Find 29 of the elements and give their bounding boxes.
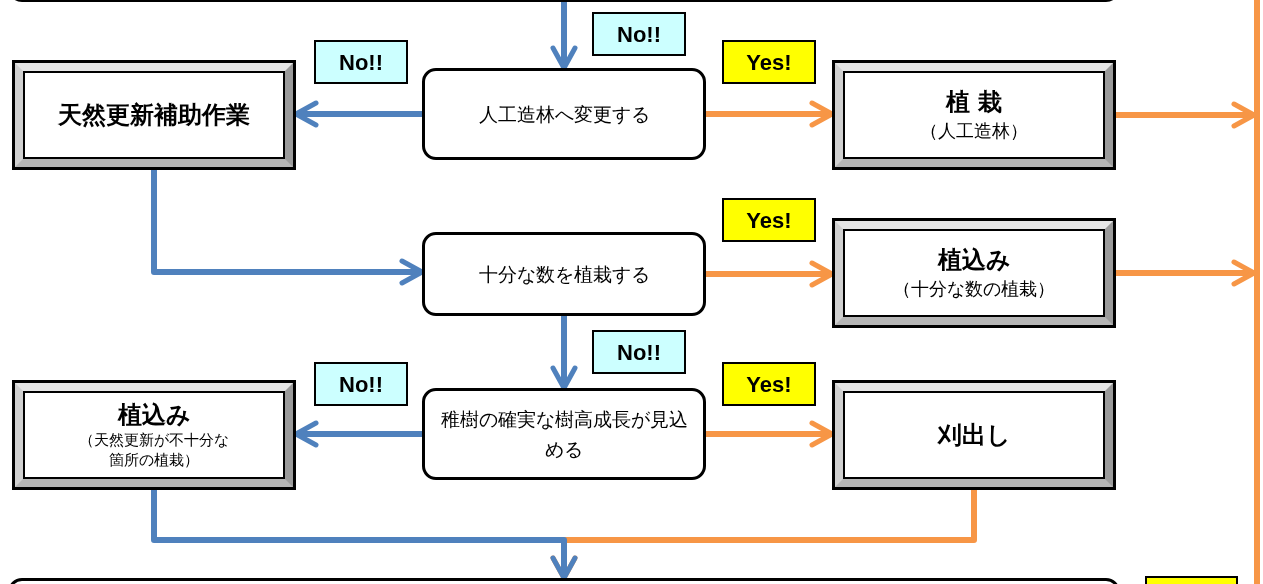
- decision-box: [422, 232, 706, 316]
- decision-box: [422, 388, 706, 480]
- decision-box: [422, 68, 706, 160]
- process-box: [832, 60, 1116, 170]
- process-title: 植込み: [937, 244, 1011, 275]
- edge-label: No!!: [314, 362, 408, 406]
- edge-label: Yes!: [722, 40, 816, 84]
- arrow: [1113, 259, 1257, 287]
- process-note: （人工造林）: [920, 118, 1028, 143]
- process-title: 植 栽: [945, 86, 1003, 117]
- process-box: [832, 218, 1116, 328]
- edge-label: Yes!: [722, 198, 816, 242]
- vertical-bar: [1254, 0, 1260, 584]
- process-box: [832, 380, 1116, 490]
- arrow: [1113, 101, 1257, 129]
- decision-text: 稚樹の確実な樹高成長が見込める: [439, 407, 689, 462]
- edge-label: Yes!: [722, 362, 816, 406]
- edge-label: No!!: [314, 40, 408, 84]
- decision-text: 十分な数を植栽する: [478, 262, 650, 287]
- process-note: （十分な数の植栽）: [893, 276, 1055, 301]
- process-title: 植込み: [117, 400, 191, 430]
- process-title: 天然更新補助作業: [58, 100, 250, 130]
- decision-text: 人工造林へ変更する: [478, 102, 650, 127]
- process-title: 刈出し: [937, 420, 1011, 450]
- process-note: （天然更新が不十分な箇所の植栽）: [78, 430, 230, 470]
- edge-label: No!!: [592, 12, 686, 56]
- process-box: [12, 60, 296, 170]
- process-box: [12, 380, 296, 490]
- edge-label: No!!: [592, 330, 686, 374]
